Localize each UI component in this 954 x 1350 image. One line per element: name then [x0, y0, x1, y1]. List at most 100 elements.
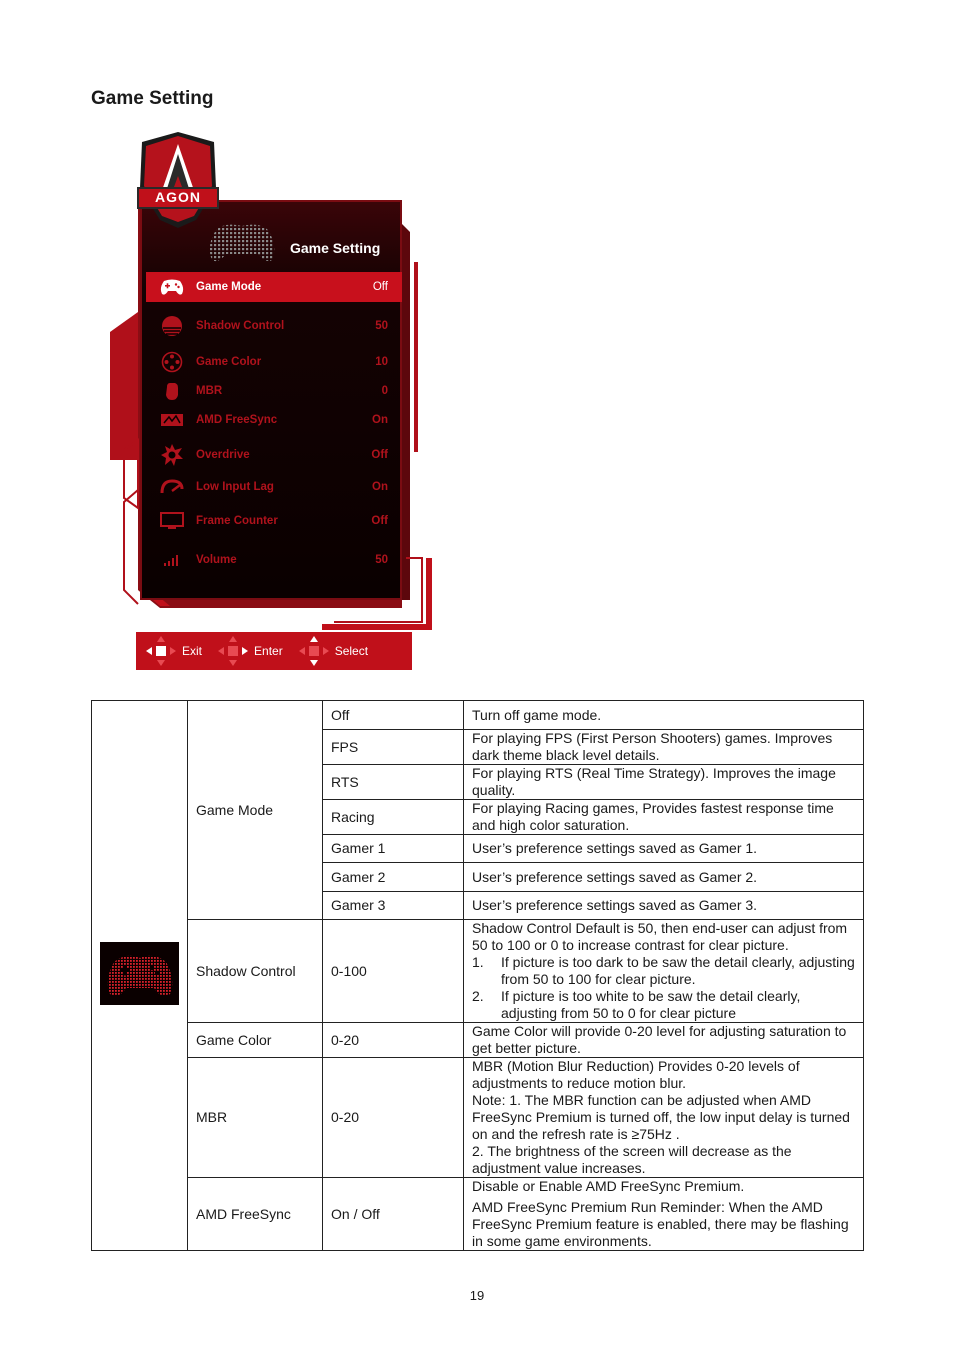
- option-desc: User’s preference settings saved as Game…: [463, 891, 864, 920]
- option-value: FPS: [322, 729, 464, 765]
- dpad-updown-icon: [298, 636, 329, 666]
- osd-item-label: Volume: [196, 554, 237, 566]
- list-text: If picture is too white to be saw the de…: [501, 988, 801, 1021]
- option-desc: Turn off game mode.: [463, 700, 864, 730]
- option-value: Off: [322, 700, 464, 730]
- osd-item-shadow-control[interactable]: Shadow Control 50: [146, 312, 402, 340]
- osd-item-overdrive[interactable]: Overdrive Off: [146, 441, 402, 469]
- osd-item-amd-freesync[interactable]: AMD FreeSync On: [146, 406, 402, 434]
- option-value: 0-100: [322, 919, 464, 1023]
- osd-header-title: Game Setting: [290, 240, 381, 256]
- color-wheel-icon: [160, 350, 184, 374]
- monitor-icon: [160, 509, 184, 533]
- osd-item-game-color[interactable]: Game Color 10: [146, 348, 402, 376]
- nav-enter[interactable]: Enter: [216, 634, 283, 668]
- table-row: AMD FreeSync On / Off Disable or Enable …: [92, 1177, 864, 1251]
- osd-item-value: Off: [372, 281, 388, 293]
- option-desc: For playing Racing games, Provides faste…: [463, 799, 864, 835]
- desc-line: AMD FreeSync Premium Run Reminder: When …: [472, 1199, 849, 1249]
- option-value: 0-20: [322, 1057, 464, 1178]
- list-text: If picture is too dark to be saw the det…: [501, 954, 855, 987]
- function-name: AMD FreeSync: [187, 1177, 323, 1251]
- option-value: RTS: [322, 764, 464, 800]
- option-desc: User’s preference settings saved as Game…: [463, 834, 864, 863]
- osd-item-value: Off: [371, 515, 388, 527]
- option-desc: Disable or Enable AMD FreeSync Premium. …: [463, 1177, 864, 1251]
- osd-menu-illustration: AGON Game Setting Game Mode Off Shadow C…: [110, 130, 440, 675]
- desc-line: Note: 1. The MBR function can be adjuste…: [472, 1092, 850, 1142]
- nav-exit[interactable]: Exit: [144, 634, 202, 668]
- osd-item-game-mode[interactable]: Game Mode Off: [146, 272, 402, 302]
- page-heading: Game Setting: [91, 88, 214, 109]
- page-number: 19: [469, 1288, 485, 1303]
- osd-item-label: Game Color: [196, 356, 262, 368]
- osd-item-value: Off: [371, 449, 388, 461]
- osd-item-value: 0: [381, 385, 388, 397]
- desc-line: 2. The brightness of the screen will dec…: [472, 1143, 792, 1176]
- game-setting-icon: [100, 942, 179, 1005]
- osd-item-label: Low Input Lag: [196, 481, 274, 493]
- option-desc: User’s preference settings saved as Game…: [463, 862, 864, 892]
- osd-item-value: 50: [375, 554, 388, 566]
- gauge-icon: [160, 475, 184, 499]
- desc-line: MBR (Motion Blur Reduction) Provides 0-2…: [472, 1058, 800, 1091]
- agon-logo-text: AGON: [155, 189, 201, 205]
- nav-select[interactable]: Select: [297, 634, 368, 668]
- table-row: RTS For playing RTS (Real Time Strategy)…: [92, 764, 864, 800]
- table-row: Gamer 2 User’s preference settings saved…: [92, 862, 864, 892]
- table-row: Racing For playing Racing games, Provide…: [92, 799, 864, 835]
- game-setting-table: Game Mode Off Turn off game mode. FPS Fo…: [91, 700, 864, 1251]
- option-value: Gamer 1: [322, 834, 464, 863]
- dpad-left-icon: [146, 636, 176, 666]
- nav-label: Select: [334, 644, 369, 658]
- option-desc: Game Color will provide 0-20 level for a…: [463, 1022, 864, 1058]
- osd-item-label: Shadow Control: [196, 320, 285, 332]
- option-value: 0-20: [322, 1022, 464, 1058]
- game-setting-header-icon: [209, 224, 275, 262]
- list-item: 2. If picture is too white to be saw the …: [472, 988, 855, 1022]
- shadow-icon: [160, 314, 184, 338]
- nav-label: Enter: [254, 644, 283, 658]
- osd-item-value: On: [372, 481, 388, 493]
- osd-item-label: Frame Counter: [196, 515, 278, 527]
- list-item: 1. If picture is too dark to be saw the d…: [472, 954, 855, 988]
- function-icon-cell: [91, 700, 188, 1251]
- table-row: FPS For playing FPS (First Person Shoote…: [92, 729, 864, 765]
- option-desc: For playing FPS (First Person Shooters) …: [463, 729, 864, 765]
- osd-nav-bar: Exit Enter Select: [136, 632, 412, 670]
- osd-item-value: 10: [375, 356, 388, 368]
- option-desc: Shadow Control Default is 50, then end-u…: [463, 919, 864, 1023]
- hand-icon: [160, 379, 184, 403]
- gamepad-icon: [160, 275, 184, 299]
- function-name: MBR: [187, 1057, 323, 1178]
- osd-frame-decoration: [110, 200, 432, 630]
- freesync-icon: [160, 408, 184, 432]
- volume-icon: [160, 548, 184, 572]
- table-row: Game Mode Off Turn off game mode.: [91, 700, 864, 1251]
- table-row: Shadow Control 0-100 Shadow Control Defa…: [92, 919, 864, 1023]
- function-name: Shadow Control: [187, 919, 323, 1023]
- overdrive-icon: [160, 443, 184, 467]
- osd-item-label: AMD FreeSync: [196, 414, 278, 426]
- osd-item-frame-counter[interactable]: Frame Counter Off: [146, 507, 402, 535]
- option-desc: For playing RTS (Real Time Strategy). Im…: [463, 764, 864, 800]
- list-number: 1.: [472, 954, 484, 970]
- osd-item-label: Game Mode: [196, 281, 262, 293]
- osd-item-volume[interactable]: Volume 50: [146, 546, 402, 574]
- option-value: On / Off: [322, 1177, 464, 1251]
- osd-item-low-input-lag[interactable]: Low Input Lag On: [146, 473, 402, 501]
- osd-item-mbr[interactable]: MBR 0: [146, 377, 402, 405]
- osd-item-value: On: [372, 414, 388, 426]
- desc-intro: Shadow Control Default is 50, then end-u…: [472, 920, 848, 953]
- list-number: 2.: [472, 988, 484, 1004]
- option-value: Gamer 2: [322, 862, 464, 892]
- table-row: Game Color 0-20 Game Color will provide …: [92, 1022, 864, 1058]
- table-row: MBR 0-20 MBR (Motion Blur Reduction) Pro…: [92, 1057, 864, 1178]
- osd-panel: [140, 200, 402, 600]
- option-value: Gamer 3: [322, 891, 464, 920]
- option-desc: MBR (Motion Blur Reduction) Provides 0-2…: [463, 1057, 864, 1178]
- nav-label: Exit: [182, 644, 203, 658]
- osd-item-label: Overdrive: [196, 449, 250, 461]
- function-name: Game Color: [187, 1022, 323, 1058]
- desc-list: 1. If picture is too dark to be saw the d…: [472, 954, 855, 1022]
